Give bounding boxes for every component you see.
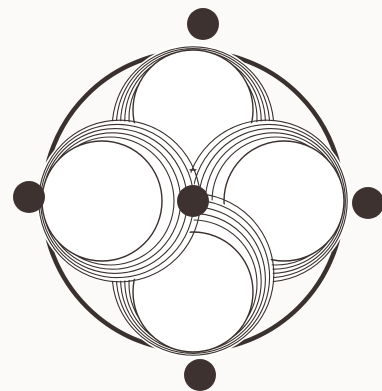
crescent-left-hole bbox=[42, 141, 162, 261]
bottom-dot bbox=[184, 359, 216, 391]
left-dot bbox=[13, 181, 45, 213]
top-dot bbox=[187, 8, 219, 40]
center-dot bbox=[177, 185, 209, 217]
right-dot bbox=[352, 187, 382, 219]
